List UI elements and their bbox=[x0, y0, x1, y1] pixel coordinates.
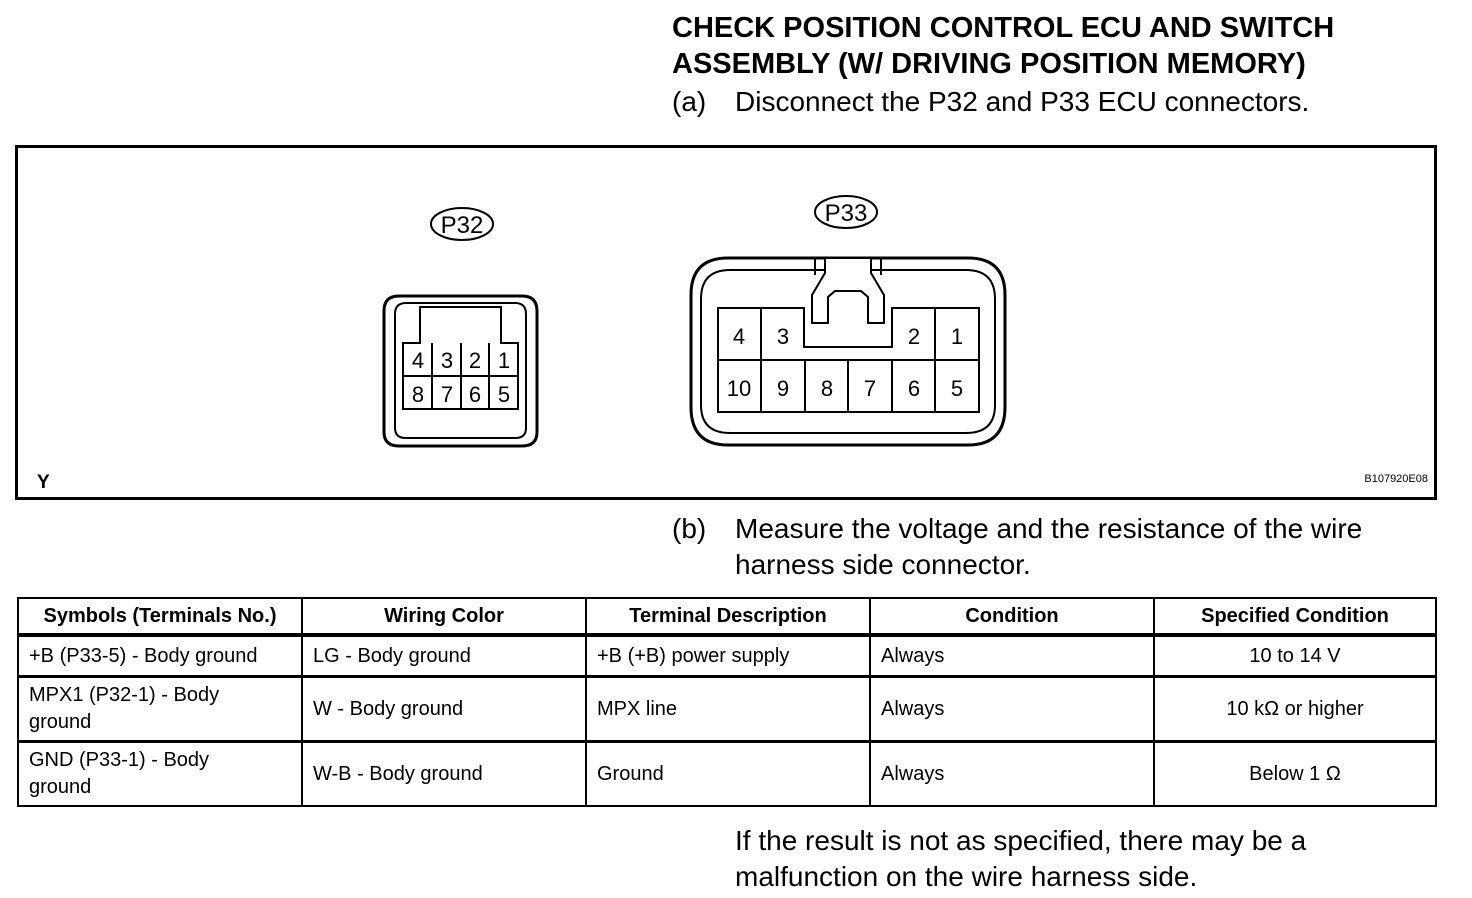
p32-pin: 6 bbox=[469, 382, 481, 407]
p33-connector: P33 4 3 2 1 10 9 8 7 6 5 bbox=[689, 195, 1007, 447]
p32-pin: 8 bbox=[412, 382, 424, 407]
p32-connector: P32 4 3 2 1 8 7 6 5 bbox=[382, 207, 539, 448]
result-note: If the result is not as specified, there… bbox=[735, 823, 1455, 895]
step-b-text: Measure the voltage and the resistance o… bbox=[735, 511, 1362, 583]
spec-table: Symbols (Terminals No.) Wiring Color Ter… bbox=[17, 597, 1437, 807]
p33-label-oval bbox=[814, 195, 878, 229]
p33-pin: 4 bbox=[733, 324, 745, 349]
cell-description: +B (+B) power supply bbox=[585, 634, 871, 678]
note-line-2: malfunction on the wire harness side. bbox=[735, 861, 1198, 892]
header-wiring-color: Wiring Color bbox=[301, 597, 587, 637]
step-b: (b) Measure the voltage and the resistan… bbox=[672, 511, 1452, 583]
p33-label: P33 bbox=[825, 200, 868, 227]
p33-pin: 6 bbox=[908, 376, 920, 401]
cell-condition: Always bbox=[869, 740, 1155, 807]
p33-pin: 10 bbox=[727, 376, 751, 401]
p33-lock-latch bbox=[811, 257, 885, 324]
procedure-heading: CHECK POSITION CONTROL ECU AND SWITCH AS… bbox=[672, 10, 1334, 82]
cell-symbol-line-1: GND (P33-1) - Body bbox=[29, 749, 210, 771]
p32-pin: 7 bbox=[441, 382, 453, 407]
cell-specified: Below 1 Ω bbox=[1153, 740, 1437, 807]
header-condition: Condition bbox=[869, 597, 1155, 637]
table-header-row: Symbols (Terminals No.) Wiring Color Ter… bbox=[17, 597, 1437, 637]
cell-specified: 10 kΩ or higher bbox=[1153, 675, 1437, 743]
step-b-line-1: Measure the voltage and the resistance o… bbox=[735, 513, 1363, 544]
table-row: +B (P33-5) - Body ground LG - Body groun… bbox=[17, 634, 1437, 678]
figure-code: B107920E08 bbox=[1364, 473, 1428, 485]
p32-housing-inner bbox=[394, 302, 527, 439]
p33-pin: 9 bbox=[777, 376, 789, 401]
connector-figure: P32 4 3 2 1 8 7 6 5 P33 4 3 2 1 10 bbox=[15, 145, 1437, 500]
p32-label: P32 bbox=[441, 212, 484, 239]
heading-line-2: ASSEMBLY (W/ DRIVING POSITION MEMORY) bbox=[672, 48, 1306, 80]
table-row: MPX1 (P32-1) - Body ground W - Body grou… bbox=[17, 675, 1437, 743]
p33-pin: 8 bbox=[821, 376, 833, 401]
cell-wiring: LG - Body ground bbox=[301, 634, 587, 678]
cell-condition: Always bbox=[869, 675, 1155, 743]
step-a: (a) Disconnect the P32 and P33 ECU conne… bbox=[672, 84, 1452, 120]
cell-symbol: +B (P33-5) - Body ground bbox=[17, 634, 303, 678]
cell-symbol-line-1: MPX1 (P32-1) - Body bbox=[29, 684, 220, 706]
header-specified-condition: Specified Condition bbox=[1153, 597, 1437, 637]
p33-pin: 3 bbox=[777, 324, 789, 349]
cell-condition: Always bbox=[869, 634, 1155, 678]
heading-line-1: CHECK POSITION CONTROL ECU AND SWITCH bbox=[672, 12, 1335, 44]
step-b-line-2: harness side connector. bbox=[735, 549, 1031, 580]
p33-pin: 2 bbox=[908, 324, 920, 349]
p33-housing-inner bbox=[700, 269, 996, 434]
p32-pin: 2 bbox=[469, 348, 481, 373]
p32-pin: 1 bbox=[498, 348, 510, 373]
header-terminal-description: Terminal Description bbox=[585, 597, 871, 637]
step-a-text: Disconnect the P32 and P33 ECU connector… bbox=[735, 86, 1310, 117]
cell-symbol-line-2: ground bbox=[29, 776, 92, 798]
cell-description: MPX line bbox=[585, 675, 871, 743]
p33-pin: 5 bbox=[951, 376, 963, 401]
p32-label-oval bbox=[430, 207, 494, 241]
cell-symbol: GND (P33-1) - Body ground bbox=[17, 740, 303, 807]
corner-letter: Y bbox=[37, 472, 50, 493]
p32-pin: 3 bbox=[441, 348, 453, 373]
cell-specified: 10 to 14 V bbox=[1153, 634, 1437, 678]
cell-symbol-line-1: +B (P33-5) - Body ground bbox=[29, 644, 258, 667]
note-line-1: If the result is not as specified, there… bbox=[735, 825, 1307, 856]
step-a-label: (a) bbox=[672, 86, 707, 117]
p32-pin: 4 bbox=[412, 348, 424, 373]
cell-symbol-line-2: ground bbox=[29, 711, 92, 733]
cell-symbol: MPX1 (P32-1) - Body ground bbox=[17, 675, 303, 743]
step-b-label: (b) bbox=[672, 513, 707, 544]
cell-wiring: W - Body ground bbox=[301, 675, 587, 743]
table-row: GND (P33-1) - Body ground W-B - Body gro… bbox=[17, 740, 1437, 807]
cell-wiring: W-B - Body ground bbox=[301, 740, 587, 807]
p32-pin: 5 bbox=[498, 382, 510, 407]
p33-pin: 7 bbox=[864, 376, 876, 401]
header-symbols: Symbols (Terminals No.) bbox=[17, 597, 303, 637]
cell-description: Ground bbox=[585, 740, 871, 807]
p33-pin: 1 bbox=[951, 324, 963, 349]
